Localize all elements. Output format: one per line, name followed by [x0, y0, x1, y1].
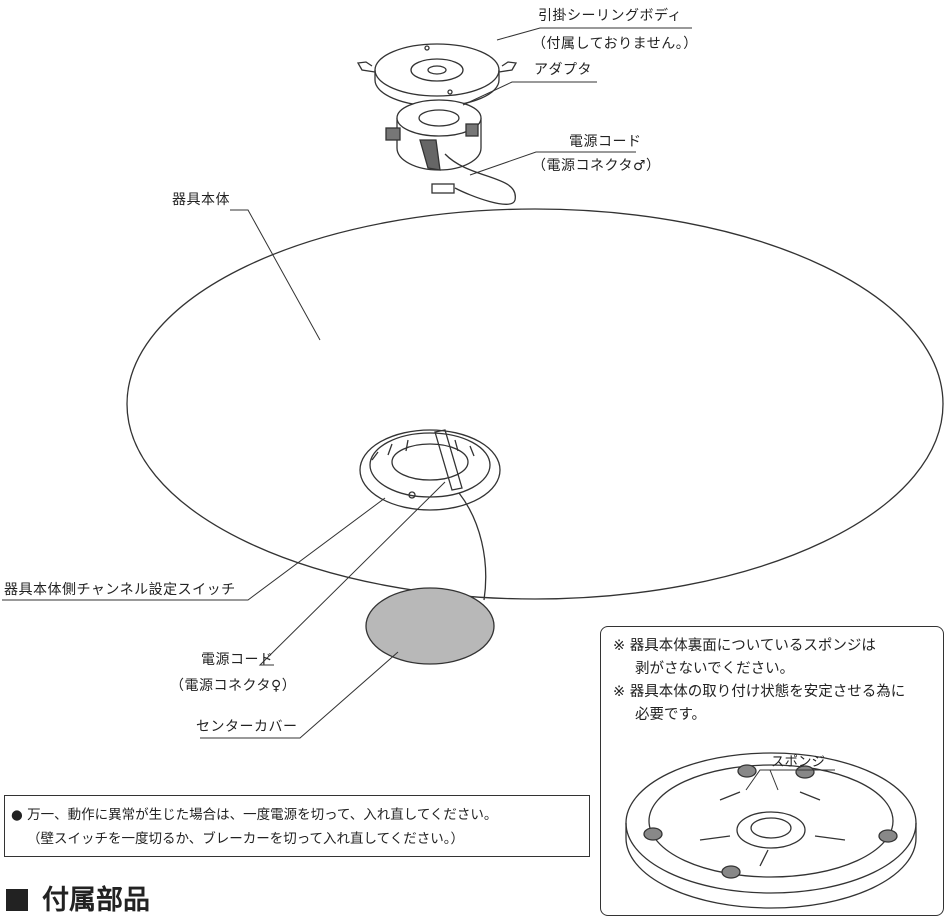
section-heading: 付属部品	[6, 886, 150, 916]
sponge-detail-drawing	[625, 752, 917, 909]
sponge-note-box: ※ 器具本体裏面についているスポンジは 剥がさないでください。 ※ 器具本体の取…	[600, 626, 944, 916]
label-power-connector-female: （電源コネクタ♀）	[170, 678, 297, 694]
note-line-4: 必要です。	[635, 707, 707, 723]
label-ceiling-body: 引掛シーリングボディ	[538, 8, 683, 24]
leader-lines	[2, 27, 692, 739]
note-line-2: 剥がさないでください。	[635, 661, 795, 677]
label-ceiling-body-note: （付属しておりません。）	[532, 36, 698, 52]
section-heading-text: 付属部品	[42, 885, 150, 916]
warning-line-1: ● 万一、動作に異常が生じた場合は、一度電源を切って、入れ直してください。	[11, 807, 498, 823]
warning-box: ● 万一、動作に異常が生じた場合は、一度電源を切って、入れ直してください。 （壁…	[4, 795, 590, 857]
ceiling-body-drawing	[356, 43, 518, 107]
note-line-1: ※ 器具本体裏面についているスポンジは	[613, 638, 876, 654]
label-adapter: アダプタ	[534, 62, 592, 78]
label-power-cord-top: 電源コード	[569, 134, 642, 150]
fixture-body-drawing	[126, 208, 944, 665]
label-center-cover: センターカバー	[196, 719, 298, 735]
note-line-3: ※ 器具本体の取り付け状態を安定させる為に	[613, 684, 906, 700]
label-power-cord-bottom: 電源コード	[201, 652, 274, 668]
warning-line-2: （壁スイッチを一度切るか、ブレーカーを切って入れ直してください。）	[27, 831, 464, 847]
sponge-label: スポンジ	[771, 754, 825, 770]
label-power-connector-male: （電源コネクタ♂）	[532, 158, 661, 174]
adapter-drawing	[385, 99, 516, 205]
heading-square-icon	[6, 889, 28, 911]
label-fixture-body: 器具本体	[172, 192, 230, 208]
label-channel-switch: 器具本体側チャンネル設定スイッチ	[4, 582, 236, 598]
center-cover-drawing	[365, 587, 495, 665]
